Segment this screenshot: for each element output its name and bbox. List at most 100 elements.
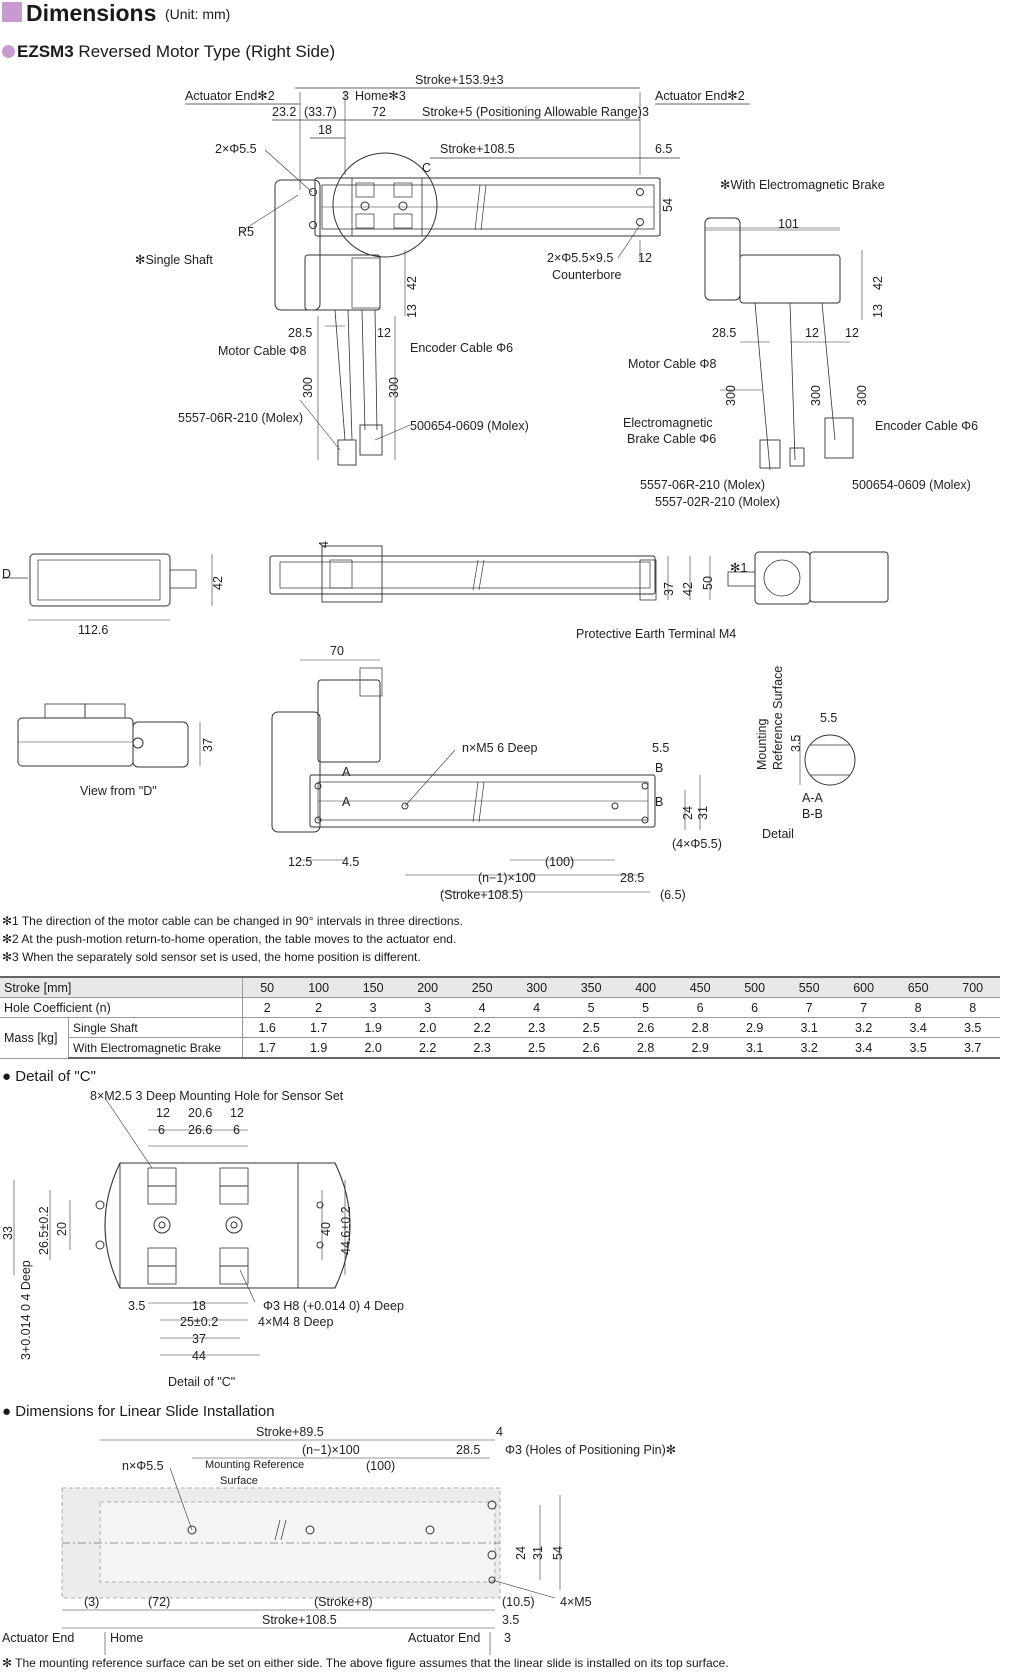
table-cell: 100 [291,976,346,998]
note-1: ✻1 The direction of the motor cable can … [2,914,463,928]
label-molex-1: 5557-06R-210 (Molex) [178,411,303,425]
bullet-icon: ● [2,1403,12,1420]
dim-i-100: (100) [366,1459,395,1473]
dim-stroke-108: Stroke+108.5 [440,142,515,156]
dim-c-25: 25±0.2 [180,1315,218,1329]
dim-28-5a: 28.5 [288,326,312,340]
detail-c-heading-text: Detail of "C" [15,1068,96,1085]
table-cell: 300 [509,976,564,998]
label-single-shaft: ✻Single Shaft [135,253,213,267]
label-view-d: View from "D" [80,784,157,798]
label-i-mount-ref-2: Surface [220,1475,258,1487]
view-d-drawing [17,703,201,768]
install-heading-text: Dimensions for Linear Slide Installation [15,1403,275,1420]
table-cell: 1.7 [242,1037,292,1059]
table-cell: 3.7 [945,1037,1000,1059]
table-cell: 2.6 [618,1017,673,1038]
table-cell: 450 [672,976,728,998]
label-detail: Detail [762,827,794,841]
table-cell: 3.5 [945,1017,1000,1038]
table-cell: 3 [345,997,401,1018]
title-bar: Dimensions (Unit: mm) [0,0,1022,30]
table-cell: 2.8 [672,1017,728,1038]
label-2-phi55: 2×Φ5.5 [215,142,257,156]
label-i-n-phi55: n×Φ5.5 [122,1459,164,1473]
dim-13b: 13 [871,304,885,318]
title-marker-icon [2,2,22,22]
label-i-phi3-pin: Φ3 (Holes of Positioning Pin)✻ [505,1443,676,1457]
notes: ✻1 The direction of the motor cable can … [2,912,463,966]
table-cell: 3 [400,997,455,1018]
dim-42a: 42 [405,276,419,290]
dim-i-stroke-108: Stroke+108.5 [262,1613,337,1627]
table-cell: 5 [563,997,619,1018]
table-cell: 3.5 [890,1037,946,1059]
table-cell: 2.2 [400,1037,455,1059]
dim-i-4: 4 [496,1425,503,1439]
label-r5: R5 [238,225,254,239]
dim-c-44: 44 [192,1349,206,1363]
table-cell: 2.6 [563,1037,619,1059]
label-motor-cable-b: Motor Cable Φ8 [628,357,717,371]
brake-header: With Electromagnetic Brake [68,1037,243,1059]
bullet-icon [2,45,15,58]
dim-50: 50 [701,576,715,590]
table-cell: 3.2 [781,1037,837,1059]
dim-300d: 300 [809,385,823,406]
dim-c-18: 18 [192,1299,206,1313]
label-i-actuator-end-r: Actuator End [408,1631,480,1645]
dim-c-33: 33 [1,1226,15,1240]
table-cell: 2 [291,997,346,1018]
label-mounting-ref-2: Reference Surface [771,666,785,770]
table-cell: 700 [945,976,1000,998]
table-cell: 4 [509,997,564,1018]
label-molex-5: 500654-0609 (Molex) [852,478,971,492]
dim-c-6a: 6 [158,1123,165,1137]
dim-12a: 12 [638,251,652,265]
label-mount-hole: 8×M2.5 3 Deep Mounting Hole for Sensor S… [90,1089,344,1103]
label-d-mark: D [2,567,11,581]
dimension-labels: Stroke+153.9±3 Actuator End✻2 3 Home✻3 A… [1,73,978,1645]
table-cell: 1.9 [291,1037,346,1059]
table-cell: 1.6 [242,1017,292,1038]
label-with-brake: ✻With Electromagnetic Brake [720,178,885,192]
label-actuator-end-right: Actuator End✻2 [655,89,745,103]
dim-31a: 31 [696,806,710,820]
label-n-m5: n×M5 6 Deep [462,741,537,755]
label-i-home: Home [110,1631,143,1645]
dim-c-12b: 12 [230,1106,244,1120]
table-cell: 4 [454,997,510,1018]
label-star-1: ✻1 [730,561,747,575]
dim-c-20: 20 [55,1222,69,1236]
dim-300a: 300 [301,377,315,398]
label-em-brake-1: Electromagnetic [623,416,713,430]
dim-stroke-108b: (Stroke+108.5) [440,888,523,902]
dim-300e: 300 [855,385,869,406]
detail-c-heading: ● Detail of "C" [2,1068,96,1085]
table-cell: 5 [618,997,673,1018]
dim-28-5c: 28.5 [620,871,644,885]
table-cell: 8 [945,997,1000,1018]
footnote: ✻ The mounting reference surface can be … [2,1656,729,1670]
label-encoder-cable-b: Encoder Cable Φ6 [875,419,978,433]
table-cell: 400 [618,976,673,998]
dim-24a: 24 [681,806,695,820]
table-cell: 2.0 [345,1037,401,1059]
table-cell: 2.9 [672,1037,728,1059]
label-em-brake-2: Brake Cable Φ6 [627,432,716,446]
label-4-phi55: (4×Φ5.5) [672,837,722,851]
dim-stroke-153: Stroke+153.9±3 [415,73,504,87]
label-a-mark-2: A [342,795,351,809]
table-cell: 350 [563,976,619,998]
dim-6-5: 6.5 [655,142,672,156]
label-counterbore: 2×Φ5.5×9.5 [547,251,613,265]
table-cell: 200 [400,976,455,998]
page-title: Dimensions [26,0,157,26]
dim-28-5b: 28.5 [712,326,736,340]
dim-i-28-5: 28.5 [456,1443,480,1457]
dim-5-5a: 5.5 [820,711,837,725]
label-i-mount-ref-1: Mounting Reference [205,1459,304,1471]
top-view-drawing [185,87,750,466]
label-b-mark-2: B [655,795,663,809]
